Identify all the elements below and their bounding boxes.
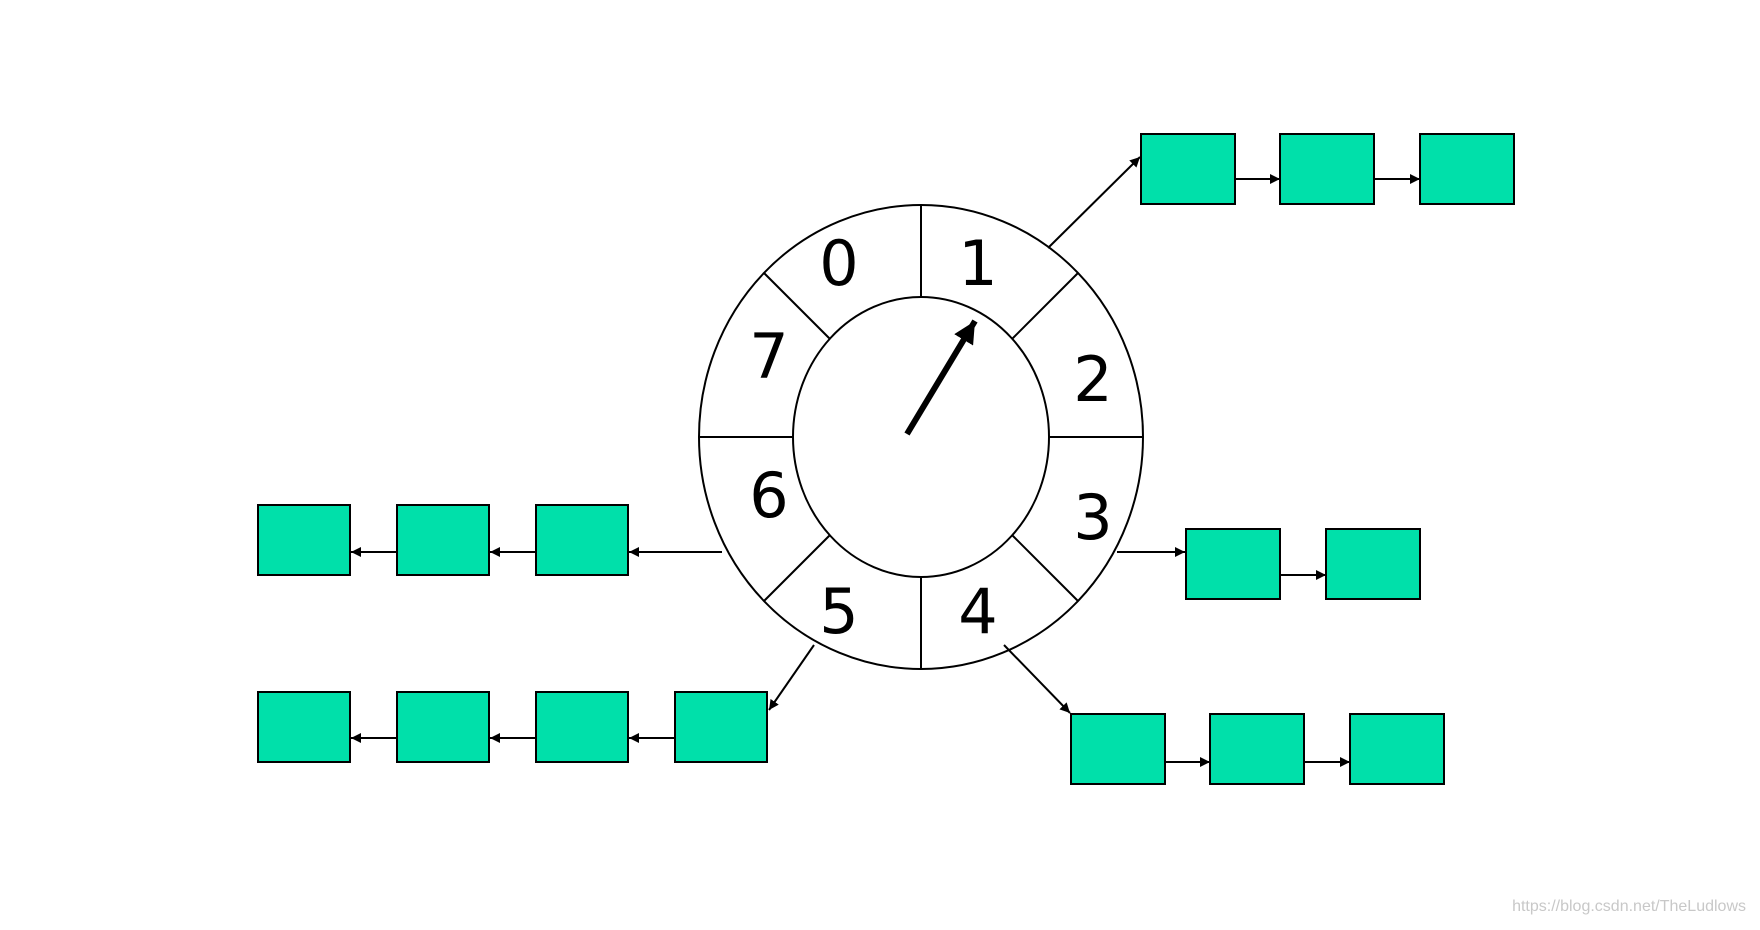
bucket-5-node bbox=[257, 691, 351, 763]
bucket-4-node bbox=[1209, 713, 1305, 785]
slot-label-7: 7 bbox=[749, 320, 788, 393]
slot-divider bbox=[1011, 534, 1079, 602]
pointer-hand bbox=[904, 319, 978, 436]
wheel-inner-ring bbox=[792, 296, 1050, 578]
bucket-5-node bbox=[396, 691, 490, 763]
slot-label-1: 1 bbox=[958, 227, 997, 300]
bucket-5-node bbox=[535, 691, 629, 763]
slot-divider bbox=[763, 272, 831, 340]
bucket-6-node bbox=[396, 504, 490, 576]
bucket-6-node bbox=[257, 504, 351, 576]
slot-label-3: 3 bbox=[1073, 481, 1112, 554]
bucket-1-node bbox=[1279, 133, 1375, 205]
slot-label-2: 2 bbox=[1073, 343, 1112, 416]
slot-divider bbox=[1011, 272, 1079, 340]
bucket-4-node bbox=[1070, 713, 1166, 785]
slot-label-6: 6 bbox=[749, 459, 788, 532]
bucket-4-node bbox=[1349, 713, 1445, 785]
bucket-3-node bbox=[1185, 528, 1281, 600]
slot-divider bbox=[763, 534, 831, 602]
bucket-4-pointer-arrow bbox=[1003, 644, 1071, 714]
bucket-1-node bbox=[1419, 133, 1515, 205]
slot-label-5: 5 bbox=[819, 575, 858, 648]
bucket-5-pointer-arrow bbox=[768, 644, 815, 711]
bucket-3-node bbox=[1325, 528, 1421, 600]
bucket-1-node bbox=[1140, 133, 1236, 205]
slot-label-0: 0 bbox=[819, 227, 858, 300]
bucket-5-node bbox=[674, 691, 768, 763]
bucket-1-pointer-arrow bbox=[1047, 156, 1141, 249]
bucket-6-node bbox=[535, 504, 629, 576]
watermark-url: https://blog.csdn.net/TheLudlows bbox=[1512, 898, 1746, 915]
slot-label-4: 4 bbox=[958, 575, 997, 648]
